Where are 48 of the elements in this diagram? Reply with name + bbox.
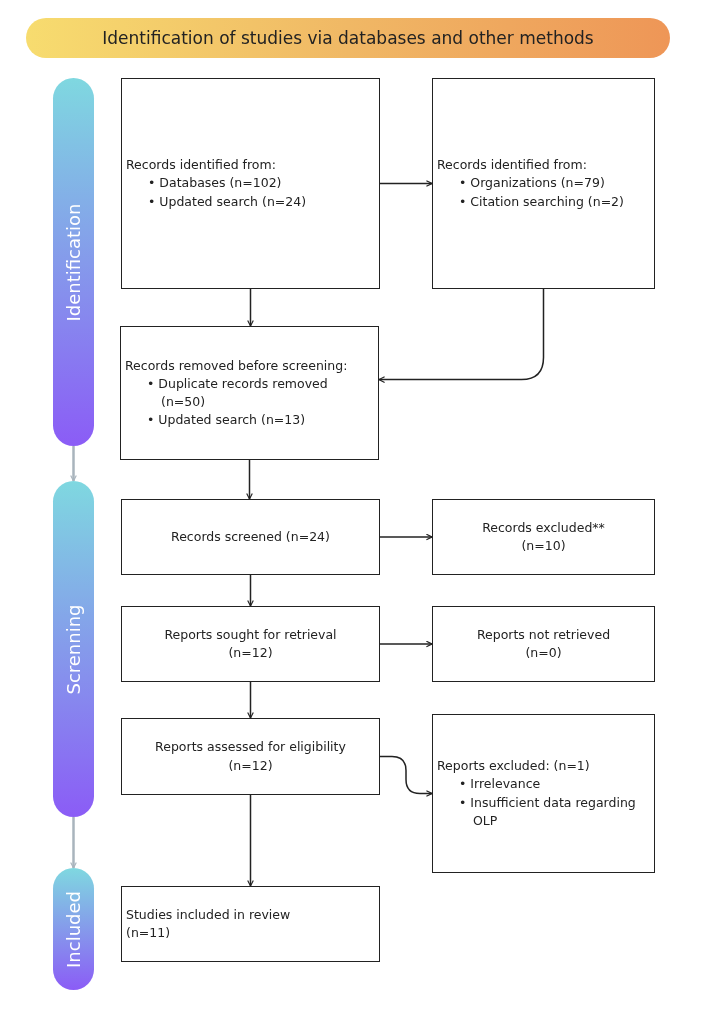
bullet-item: • Updated search (n=24) — [148, 192, 308, 211]
box-heading: Records removed before screening: — [125, 356, 349, 375]
diagram-heading: Identification of studies via databases and other methods — [102, 28, 594, 48]
arrow — [379, 640, 433, 648]
box-heading: Records identified from: — [126, 156, 277, 175]
process-box — [121, 606, 380, 682]
arrow — [378, 288, 545, 383]
box-text: Studies included in review (n=11) — [126, 905, 292, 942]
box-text: Reports assessed for eligibility (n=12) — [154, 738, 347, 775]
arrow — [247, 288, 254, 327]
arrow — [70, 446, 77, 482]
process-box — [432, 499, 655, 575]
bullet-item: • Updated search (n=13) — [147, 411, 307, 430]
box-heading: Records identified from: — [437, 156, 588, 175]
arrow — [247, 681, 254, 719]
process-box — [121, 78, 380, 289]
arrow — [247, 794, 254, 887]
bullet-item: • Databases (n=102) — [148, 174, 283, 193]
arrow — [70, 817, 77, 869]
box-text: Records excluded** (n=10) — [481, 518, 606, 555]
arrow — [247, 574, 254, 607]
phase-pill — [53, 481, 94, 817]
arrow — [246, 459, 253, 500]
box-heading: Reports excluded: (n=1) — [437, 757, 591, 776]
arrow — [379, 755, 433, 797]
process-box — [432, 606, 655, 682]
arrow — [379, 533, 433, 541]
header-band — [26, 18, 670, 58]
process-box — [432, 714, 655, 873]
bullet-item: • Irrelevance — [459, 775, 542, 794]
phase-pill — [53, 78, 94, 446]
bullet-item: • Citation searching (n=2) — [459, 192, 625, 211]
box-text: Records screened (n=24) — [171, 527, 330, 546]
box-text: Reports sought for retrieval (n=12) — [163, 625, 338, 662]
phase-label: Identification — [63, 203, 84, 321]
process-box — [121, 886, 380, 962]
arrow — [379, 180, 433, 187]
phase-label: Screnning — [63, 603, 84, 695]
process-box — [121, 499, 380, 575]
bullet-item: • Duplicate records removed (n=50) — [147, 374, 329, 411]
phase-pill — [53, 868, 94, 990]
phase-label: Included — [63, 890, 84, 968]
bullet-item: • Organizations (n=79) — [459, 174, 606, 193]
process-box — [432, 78, 655, 289]
process-box — [120, 326, 379, 460]
process-box — [121, 718, 380, 795]
box-text: Reports not retrieved (n=0) — [475, 625, 612, 662]
bullet-item: • Insufficient data regarding OLP — [459, 793, 637, 830]
